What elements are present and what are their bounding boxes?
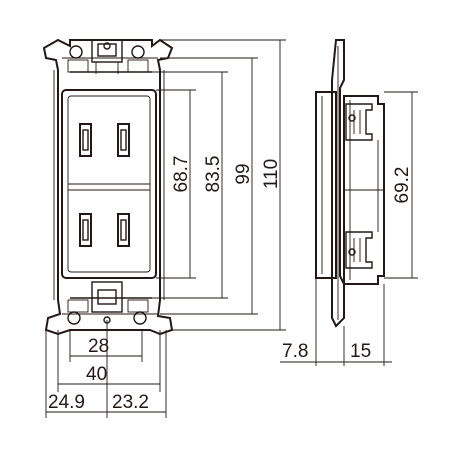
bottom-clip bbox=[67, 281, 149, 325]
dim-label-69-2: 69.2 bbox=[392, 167, 413, 204]
outlet-body bbox=[61, 89, 157, 279]
front-vertical-dimensions: 68.7 83.5 99 110 bbox=[152, 39, 286, 331]
dim-label-23-2: 23.2 bbox=[112, 392, 149, 413]
dim-label-40: 40 bbox=[86, 364, 107, 385]
front-view bbox=[42, 38, 174, 336]
dim-label-7-8: 7.8 bbox=[282, 341, 308, 362]
upper-receptacle bbox=[79, 123, 130, 157]
dim-label-68-7: 68.7 bbox=[171, 156, 192, 193]
dim-label-99: 99 bbox=[233, 163, 254, 184]
dim-label-15: 15 bbox=[350, 341, 371, 362]
lower-receptacle bbox=[79, 213, 130, 247]
front-horizontal-dimensions: 28 40 24.9 23.2 bbox=[45, 320, 167, 418]
side-dimensions: 69.2 7.8 15 bbox=[280, 91, 418, 366]
side-view bbox=[315, 39, 385, 328]
top-clip bbox=[67, 39, 149, 74]
dim-label-24-9: 24.9 bbox=[48, 392, 85, 413]
side-body bbox=[343, 95, 385, 285]
dim-label-28: 28 bbox=[88, 336, 109, 357]
side-upper-clip bbox=[345, 103, 373, 141]
side-cover bbox=[315, 91, 337, 279]
side-lower-clip bbox=[345, 231, 373, 269]
dim-label-110: 110 bbox=[261, 159, 282, 189]
dim-label-83-5: 83.5 bbox=[203, 156, 224, 193]
